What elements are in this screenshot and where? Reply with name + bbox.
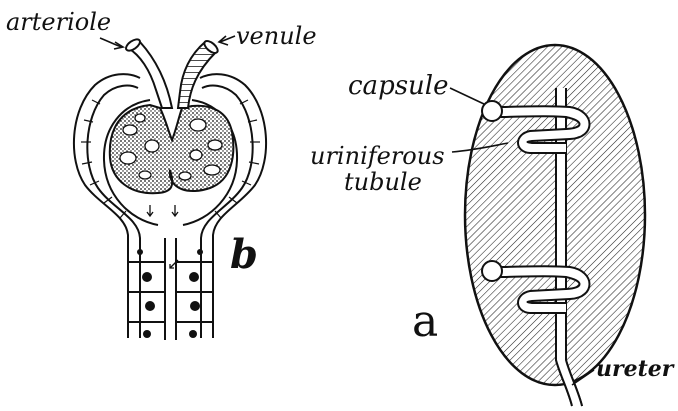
label-capsule-group: capsule	[348, 71, 484, 104]
filtrate-flow-arrows	[147, 205, 178, 268]
label-uriniferous-line2: tubule	[344, 168, 422, 196]
label-panel-b: b	[230, 231, 258, 278]
panel-a-kidney	[465, 45, 645, 406]
arteriole-vessel	[124, 37, 172, 108]
capsule-lower	[482, 261, 502, 281]
glomerulus	[110, 105, 234, 193]
label-ureter: ureter	[596, 356, 675, 382]
bowman-capsule-wall	[74, 74, 266, 338]
label-uriniferous-line1: uriniferous	[310, 142, 445, 170]
label-capsule: capsule	[348, 71, 449, 101]
label-venule: venule	[236, 22, 317, 50]
label-panel-a: a	[412, 296, 438, 347]
panel-b-nephron-detail	[74, 37, 266, 340]
label-venule-group: venule	[219, 22, 317, 50]
label-arteriole: arteriole	[6, 8, 111, 36]
label-arteriole-group: arteriole	[6, 8, 123, 49]
capsule-upper	[482, 101, 502, 121]
